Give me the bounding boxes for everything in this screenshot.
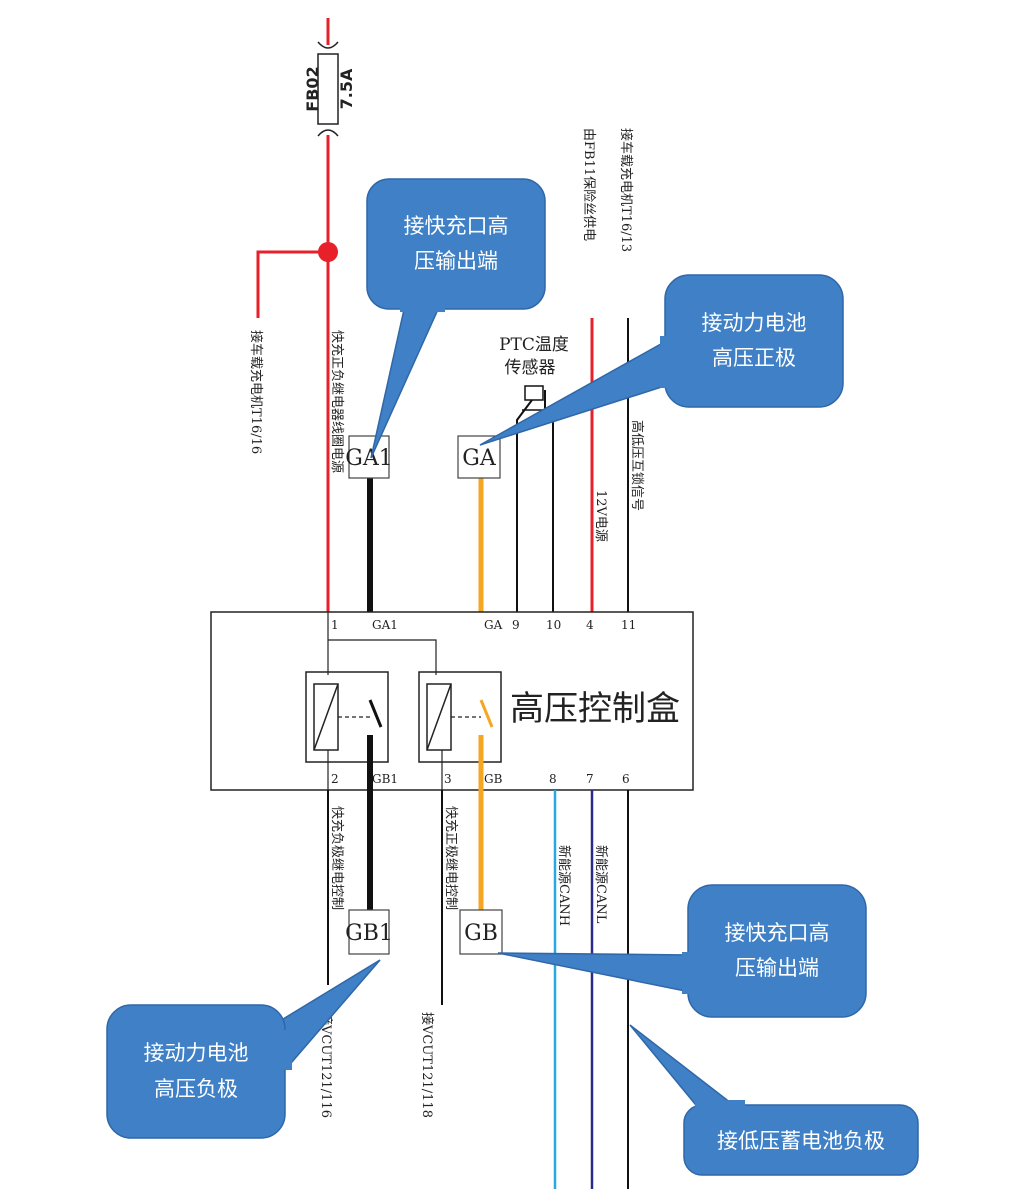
switch-1: [368, 699, 383, 728]
svg-text:GA: GA: [462, 446, 497, 471]
callout-lv-neg: 接低压蓄电池负极: [629, 1024, 919, 1176]
label-interlock: 高低压互锁信号: [629, 420, 645, 511]
svg-text:接动力电池: 接动力电池: [702, 311, 807, 335]
label-fast-neg-ctrl: 快充负极继电控制: [329, 806, 345, 910]
vertical-labels: 接车载充电机T16/16 快充正负继电器线圈电源 由FB11保险丝供电 接车载充…: [248, 128, 645, 1118]
pin-label: GB: [484, 772, 503, 786]
pin-label: 1: [331, 618, 339, 632]
pin-label: 9: [512, 618, 520, 632]
box-title: 高压控制盒: [510, 689, 680, 729]
svg-text:高压正极: 高压正极: [712, 346, 796, 370]
connector-gb1: GB1: [345, 909, 393, 955]
pins-top: 1 GA1 GA 9 10 4 11: [331, 618, 636, 632]
switch-2: [479, 699, 494, 728]
pin-label: 2: [331, 772, 339, 786]
ptc-label-2: 传感器: [505, 358, 556, 378]
relay-2: [418, 671, 502, 763]
pin-label: 10: [546, 618, 561, 632]
label-obc-right: 接车载充电机T16/13: [618, 128, 634, 252]
label-fast-pos-ctrl: 快充正极继电控制: [443, 806, 459, 910]
svg-text:接快充口高: 接快充口高: [404, 214, 509, 238]
pin-label: GB1: [372, 772, 398, 786]
control-box: [210, 611, 694, 791]
pin-label: 11: [621, 618, 636, 632]
pins-bottom: 2 GB1 3 GB 8 7 6: [331, 772, 630, 786]
red-supply-wire: [256, 18, 330, 612]
pin-label: GA1: [372, 618, 398, 632]
ptc-label-1: PTC温度: [499, 335, 569, 355]
callout-batt-pos: 接动力电池 高压正极: [479, 274, 844, 446]
pin-label: 4: [586, 618, 594, 632]
callout-fast-out-top: 接快充口高 压输出端: [366, 178, 546, 459]
pin-label: 6: [622, 772, 630, 786]
pin-label: 8: [549, 772, 557, 786]
fuse-name: FB02: [303, 66, 322, 111]
callout-batt-neg: 接动力电池 高压负极: [106, 959, 381, 1139]
svg-text:接低压蓄电池负极: 接低压蓄电池负极: [717, 1129, 885, 1153]
fuse-fb02: FB02 7.5A: [303, 41, 356, 137]
label-canh: 新能源CANH: [556, 845, 572, 926]
callout-fast-out-bottom: 接快充口高 压输出端: [497, 884, 867, 1018]
svg-text:GB1: GB1: [345, 921, 393, 946]
svg-text:高压负极: 高压负极: [154, 1077, 238, 1101]
connector-gb: GB: [459, 909, 503, 955]
label-canl: 新能源CANL: [593, 845, 609, 924]
connector-ga1: GA1: [345, 435, 393, 479]
label-vcu-116: 接VCUT121/116: [318, 1012, 334, 1118]
svg-text:接动力电池: 接动力电池: [144, 1041, 249, 1065]
pin-label: 7: [586, 772, 594, 786]
junction-dot: [318, 242, 338, 262]
svg-text:压输出端: 压输出端: [414, 249, 498, 273]
relay-1: [305, 671, 389, 763]
pin-label: GA: [484, 618, 503, 632]
pin-label: 3: [444, 772, 452, 786]
svg-text:接快充口高: 接快充口高: [725, 921, 830, 945]
label-12v: 12V电源: [593, 490, 608, 542]
fuse-rating: 7.5A: [337, 68, 356, 109]
box-internal-wires: [327, 612, 443, 790]
svg-text:GA1: GA1: [345, 446, 392, 471]
svg-text:压输出端: 压输出端: [735, 956, 819, 980]
label-vcu-118: 接VCUT121/118: [419, 1012, 435, 1118]
connector-ga: GA: [457, 435, 501, 479]
label-from-fb11: 由FB11保险丝供电: [581, 128, 596, 241]
label-obc-left: 接车载充电机T16/16: [248, 330, 264, 454]
svg-text:GB: GB: [464, 921, 498, 946]
label-fast-pos-relay-coil: 快充正负继电器线圈电源: [329, 330, 345, 473]
